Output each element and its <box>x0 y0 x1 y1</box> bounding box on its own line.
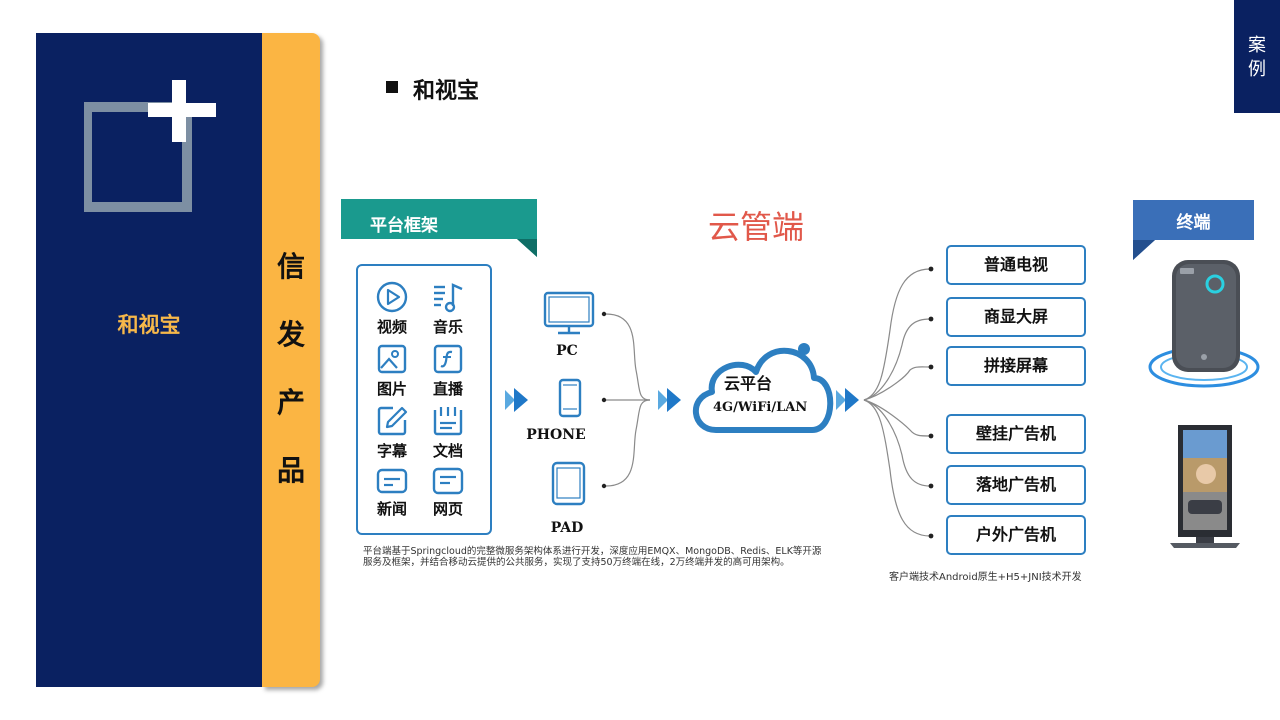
terminal-box: 拼接屏幕 <box>946 346 1086 386</box>
feature-label: 直播 <box>432 380 463 398</box>
pc-monitor-icon <box>543 291 595 335</box>
feature-item: 直播 <box>418 342 478 399</box>
double-arrow-icon <box>505 388 528 412</box>
terminal-tab-label: 终端 <box>1176 213 1211 233</box>
terminal-box: 普通电视 <box>946 245 1086 285</box>
case-tag: 案 例 <box>1234 0 1280 113</box>
category-strip: 信 发 产 品 <box>262 33 320 687</box>
webpage-icon <box>432 467 464 495</box>
category-char: 产 <box>276 386 305 419</box>
device-label-pc: PC <box>556 343 578 359</box>
feature-item: 视频 <box>362 280 422 337</box>
category-vertical-text: 信 发 产 品 <box>262 233 320 505</box>
device-connector <box>601 311 651 489</box>
feature-label: 图片 <box>376 380 407 398</box>
feature-label: 新闻 <box>376 500 407 518</box>
platform-tab-shape <box>341 199 537 257</box>
phone-icon <box>558 378 582 418</box>
floor-kiosk-image <box>1170 425 1240 548</box>
cloud-section-title: 云管端 <box>708 208 805 246</box>
device-label-pad: PAD <box>550 520 584 536</box>
live-icon <box>433 344 463 374</box>
cloud-platform-label: 云平台 <box>724 374 773 393</box>
platform-description: 平台端基于Springcloud的完整微服务架构体系进行开发，深度应用EMQX、… <box>363 546 822 568</box>
play-icon <box>376 281 408 313</box>
logo-mark-icon <box>84 80 216 212</box>
set-top-box-image <box>1148 260 1260 388</box>
terminal-connector <box>863 266 934 539</box>
terminal-box: 落地广告机 <box>946 465 1086 505</box>
category-char: 发 <box>276 318 305 351</box>
double-arrow-icon <box>836 388 859 412</box>
image-icon <box>377 344 407 374</box>
feature-item: 新闻 <box>362 466 422 519</box>
feature-label: 字幕 <box>376 442 407 460</box>
feature-item: 文档 <box>418 404 478 461</box>
document-icon <box>433 407 463 436</box>
heading-bullet-icon <box>386 81 398 93</box>
feature-label: 网页 <box>432 500 463 518</box>
feature-grid: 视频 音乐 图片 直播 字幕 <box>356 264 492 535</box>
feature-item: 图片 <box>362 342 422 399</box>
client-description: 客户端技术Android原生+H5+JNI技术开发 <box>889 572 1082 583</box>
feature-item: 音乐 <box>418 280 478 337</box>
terminal-box: 商显大屏 <box>946 297 1086 337</box>
news-icon <box>376 468 408 494</box>
panel-title: 和视宝 <box>117 312 181 337</box>
double-arrow-icon <box>658 388 681 412</box>
terminal-box: 壁挂广告机 <box>946 414 1086 454</box>
feature-label: 视频 <box>376 318 407 336</box>
category-char: 信 <box>276 250 305 283</box>
feature-label: 文档 <box>432 442 463 460</box>
page-title: 和视宝 <box>413 78 480 104</box>
platform-tab-label: 平台框架 <box>370 216 438 236</box>
feature-label: 音乐 <box>432 318 463 336</box>
device-label-phone: PHONE <box>526 427 586 443</box>
category-char: 品 <box>276 454 305 487</box>
tablet-icon <box>551 461 586 506</box>
feature-item: 网页 <box>418 466 478 519</box>
subtitle-icon <box>377 406 408 436</box>
feature-item: 字幕 <box>362 404 422 461</box>
terminal-box: 户外广告机 <box>946 515 1086 555</box>
cloud-network-label: 4G/WiFi/LAN <box>713 400 808 415</box>
case-tag-char: 案 <box>1248 35 1266 56</box>
music-icon <box>434 283 463 313</box>
left-panel: 和视宝 <box>36 33 262 687</box>
terminal-tab-shape <box>1133 200 1254 260</box>
cloud-icon <box>692 343 834 433</box>
case-tag-char: 例 <box>1248 59 1266 80</box>
